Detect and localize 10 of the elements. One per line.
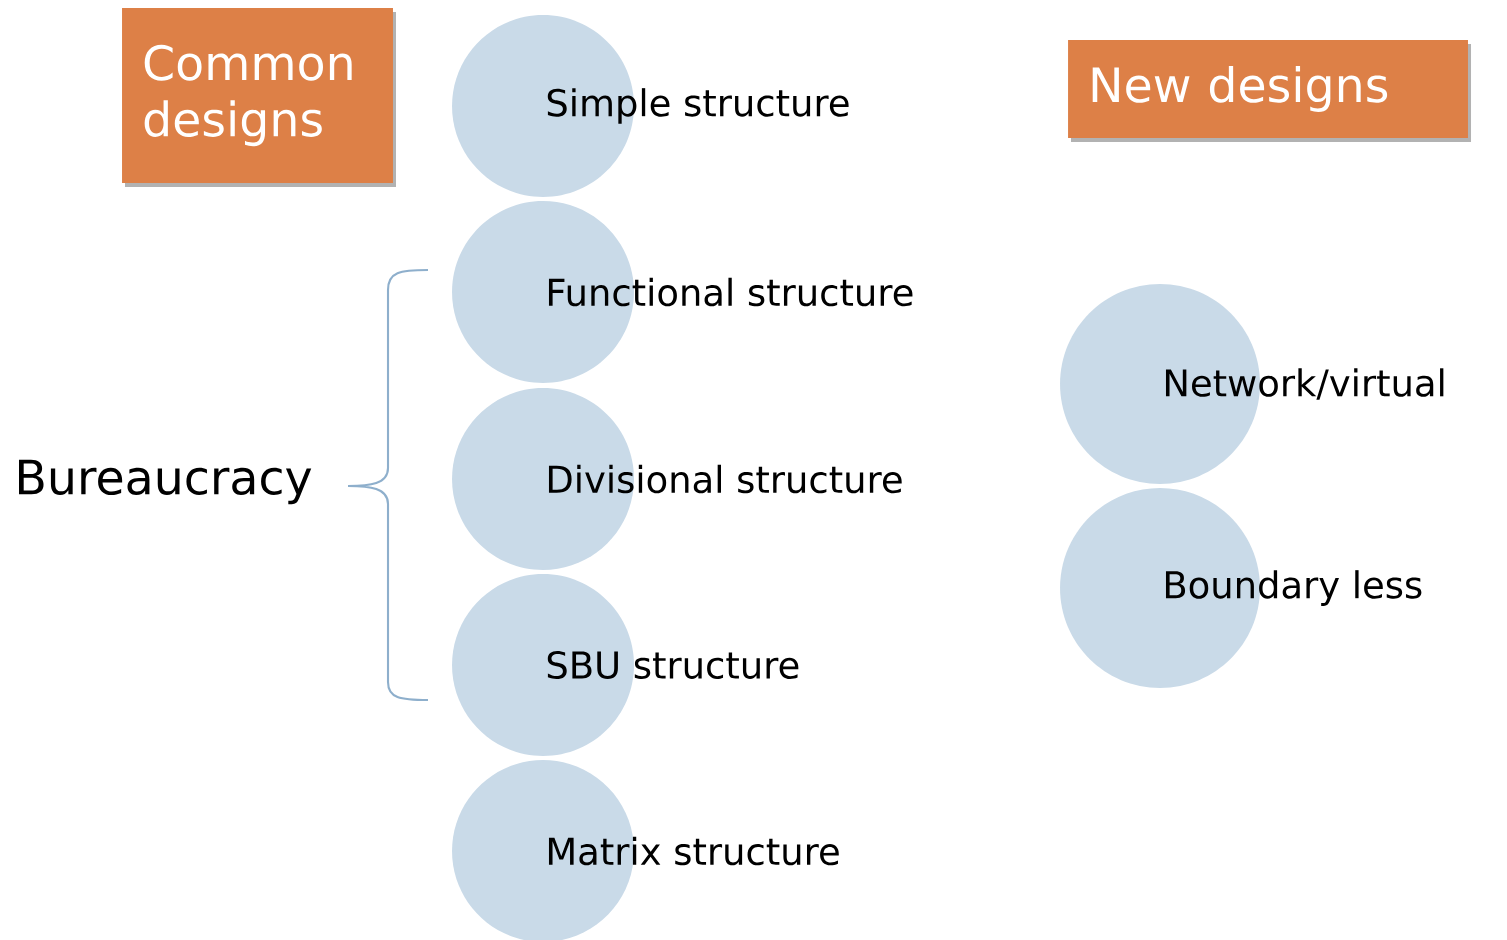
circle-node: Network/virtual xyxy=(1060,284,1444,484)
circle-node: Functional structure xyxy=(452,201,913,383)
heading-box: New designs xyxy=(1068,40,1471,142)
group-label: Bureaucracy xyxy=(19,459,312,505)
circle-node: Divisional structure xyxy=(452,388,902,570)
circle-node: Simple structure xyxy=(452,15,849,197)
circle-node: Matrix structure xyxy=(452,760,839,940)
circle-node: SBU structure xyxy=(452,574,799,756)
circle-node: Boundary less xyxy=(1060,488,1422,688)
heading-box: Common designs xyxy=(122,8,396,187)
